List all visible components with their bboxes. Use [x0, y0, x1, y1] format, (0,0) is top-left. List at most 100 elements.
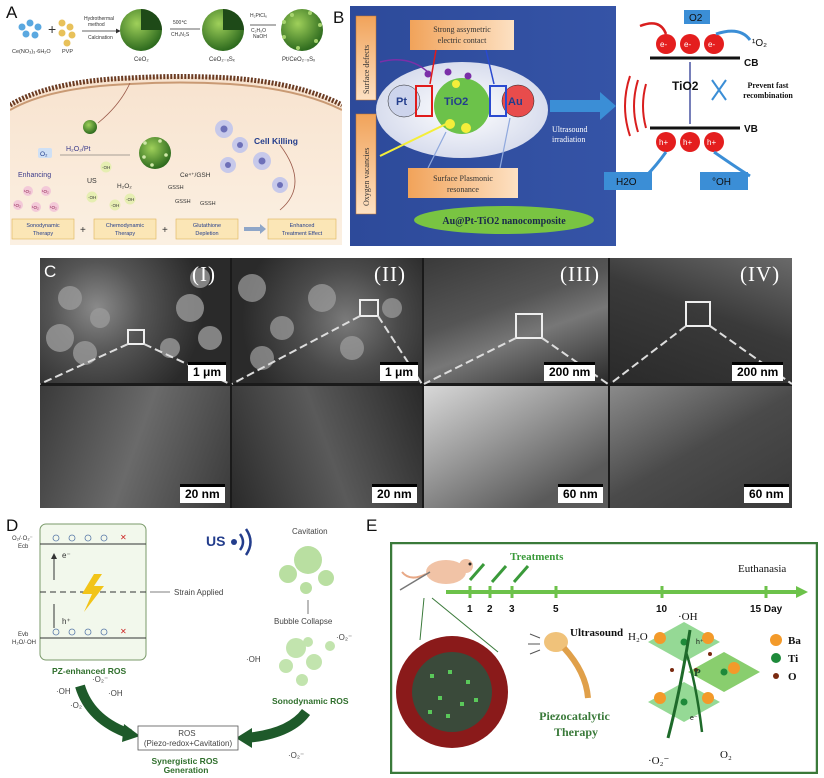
- o2-box-label: O2: [689, 13, 703, 24]
- h2o-label: H₂O: [628, 631, 648, 643]
- roman-2: (II): [374, 262, 406, 286]
- oh-4: ·OH: [126, 197, 134, 202]
- level-ecb: Ecb: [18, 544, 29, 550]
- bottom-box-2: Chemodynamic: [106, 223, 144, 229]
- ultrasound-label: Ultrasound: [570, 627, 623, 639]
- band-diagram: [604, 10, 752, 190]
- plus-2: +: [162, 225, 168, 236]
- us-label: US: [87, 178, 97, 185]
- ros-box: [137, 725, 239, 751]
- synergistic-line2: Generation: [164, 765, 209, 774]
- hydroxyl-group: [86, 161, 136, 211]
- electron-3: e-: [708, 40, 715, 49]
- nanocomposite-label: Au@Pt-TiO2 nanocomposite: [442, 216, 566, 227]
- o2-label: O₂: [40, 151, 48, 158]
- scale-bar-4: 200 nm: [732, 362, 784, 381]
- legend-o: O: [788, 671, 797, 683]
- oh-1: ·OH: [102, 165, 110, 170]
- gssh-1: GSSH: [168, 185, 184, 191]
- panel-label-c: C: [44, 262, 57, 281]
- oh-label: °OH: [712, 177, 731, 188]
- svg-text:Piezocatalytic Therapy: Piezocatalytic Therapy: [539, 709, 613, 739]
- step1-text: Hydrothermal: [84, 16, 114, 22]
- panel-e-schematic: Treatments Euthanasia 1 2 3 5 10 15 Day …: [390, 542, 818, 774]
- bottom-box-1: Sonodynamic: [26, 223, 60, 229]
- panel-label-b: B: [333, 8, 345, 27]
- crystal-structure: [648, 622, 760, 739]
- o2-rad-1: ·O₂⁻: [336, 633, 352, 642]
- tio2-label: TiO2: [444, 96, 468, 108]
- o2-rad-4: ·O₂⁻: [288, 751, 304, 760]
- step2-text: 500℃: [173, 20, 187, 26]
- mouse-illustration: [399, 559, 473, 591]
- svg-text:ROS (Piezo-redox+Cavitatio: ROS (Piezo-redox+Cavitation): [144, 729, 233, 748]
- panel-label-a: A: [6, 3, 18, 22]
- oh-label: ·OH: [678, 611, 698, 623]
- bubble-collapse-label: Bubble Collapse: [274, 617, 333, 626]
- oh-2: ·OH: [88, 195, 96, 200]
- crystal-legend: [770, 634, 782, 679]
- singlet-5: ¹O₂: [50, 205, 57, 210]
- day-10: 10: [656, 604, 668, 615]
- au-label: Au: [508, 96, 523, 108]
- panel-label-e: E: [366, 516, 378, 535]
- day-2: 2: [487, 604, 493, 615]
- gssh-3: GSSH: [200, 201, 216, 207]
- h2o2-label: H₂O₂: [117, 183, 132, 190]
- step1-text3: Calcination: [88, 35, 113, 41]
- o2-rad-2: ·O₂⁻: [92, 675, 108, 684]
- svg-text:✕: ✕: [120, 533, 127, 542]
- vb-label: VB: [744, 124, 758, 135]
- singlet-2: ¹O₂: [42, 189, 49, 194]
- outcome-row: [11, 218, 337, 240]
- day-3: 3: [509, 604, 515, 615]
- piezo-line2: Therapy: [554, 725, 598, 739]
- electron-label: e⁻: [62, 551, 71, 560]
- singlet-oxygen-group: [13, 186, 59, 212]
- oh-3: ·OH: [111, 203, 119, 208]
- hole-1: h+: [659, 138, 668, 147]
- spr-label: Surface Plasmonic: [433, 174, 493, 183]
- us-label: US: [206, 533, 225, 549]
- singlet-o2-label: ¹O₂: [752, 38, 767, 49]
- o2-rad-label: ·O₂⁻: [648, 755, 669, 767]
- singlet-4: ¹O₂: [32, 205, 39, 210]
- strain-label: Strain Applied: [174, 588, 223, 597]
- cancer-cells: [215, 120, 288, 193]
- ce-gsh-label: Ce⁴⁺/GSH: [180, 172, 211, 179]
- electron-2: e-: [684, 40, 691, 49]
- cb-label: CB: [744, 58, 758, 69]
- plus-1: +: [80, 225, 86, 236]
- prevent-label: Prevent fast: [748, 81, 789, 90]
- o2-label: O₂: [720, 749, 732, 761]
- cell-background: [10, 76, 342, 245]
- gssh-2: GSSH: [175, 199, 191, 205]
- o2-rad-3: ·O₂⁻: [70, 701, 86, 710]
- ceo2-label: CeO₂: [134, 57, 149, 63]
- pt-label: Pt: [396, 96, 407, 108]
- h2o2pt-label: H₂O₂/Pt: [66, 146, 91, 153]
- svg-text:Synergistic ROS Generation: Synergistic ROS Generation: [152, 756, 221, 774]
- day-1: 1: [467, 604, 473, 615]
- hole-3: h+: [707, 138, 716, 147]
- precursor-label: Ce(NO₃)₃·6H₂O: [12, 49, 51, 55]
- level-o2: O₂/·O₂⁻: [12, 536, 33, 542]
- surface-defects-label: Surface defects: [362, 45, 371, 94]
- svg-text:✕: ✕: [120, 627, 127, 636]
- oh-2: ·OH: [56, 687, 71, 696]
- scale-bar-3: 200 nm: [544, 362, 596, 381]
- pvp-label: PVP: [62, 49, 73, 55]
- ptceo2s-label: Pt/CeO₂₋ₓSₓ: [282, 57, 315, 63]
- ultrasound-label: Ultrasound: [552, 125, 588, 134]
- cell-killing-label: Cell Killing: [254, 136, 298, 146]
- step1-text2: method: [88, 22, 105, 28]
- p-label: P: [694, 667, 701, 679]
- scale-bar-2: 1 μm: [380, 362, 419, 381]
- singlet-3: ¹O₂: [14, 203, 21, 208]
- step3-text3: NaOH: [253, 34, 267, 40]
